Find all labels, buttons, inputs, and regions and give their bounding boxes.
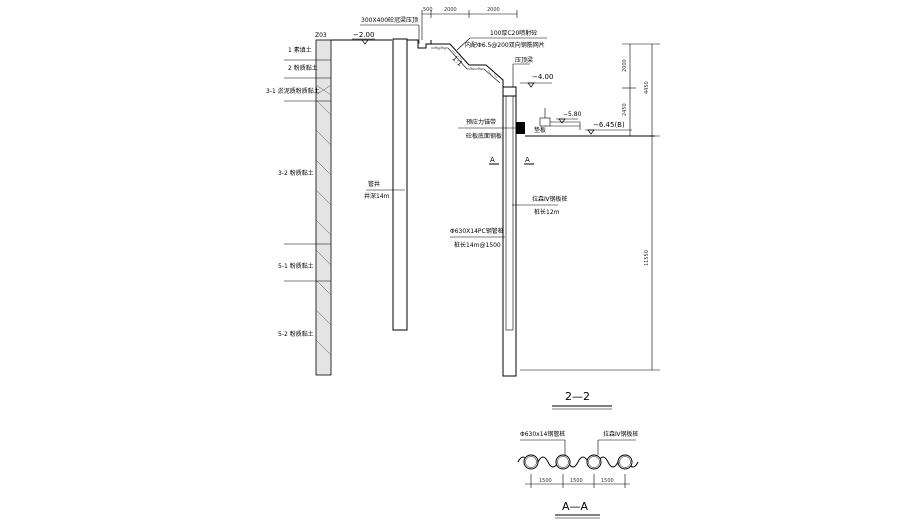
borehole-id: Z03 (315, 32, 327, 39)
section-marks: A A (489, 156, 534, 165)
right-dim-2000: 2000 (622, 59, 628, 72)
sheet-pile-label: 拉森Ⅳ钢板桩 (532, 195, 568, 203)
slope-protection-2: 内配Φ6.5@200双向钢筋网片 (465, 41, 545, 49)
top-dim-3: 2000 (487, 7, 500, 13)
level-minus-5-8-value: −5.80 (563, 111, 582, 118)
right-dim-11550: 11550 (644, 250, 650, 266)
aa-pile-label: Φ630x14钢管桩 (520, 430, 565, 438)
aa-spacing-3: 1500 (601, 478, 614, 484)
aa-spacing-1: 1500 (539, 478, 552, 484)
well-depth: 井深14m (364, 192, 390, 200)
pile-label: Φ630X14PC钢管桩 (450, 227, 504, 235)
top-dim-2: 2000 (444, 7, 457, 13)
crown-beam: 300X400砼冠梁压顶 500 2000 2000 (360, 7, 518, 49)
right-dim-4450: 4450 (644, 81, 650, 94)
prestress-anchor: 预应力锚带 (466, 118, 496, 126)
sheet-pile-callout: 拉森Ⅳ钢板桩 桩长12m (512, 195, 568, 216)
soil-layer-3-1: 3-1 淤泥质粉质黏土 (266, 87, 320, 95)
right-dim-2450: 2450 (622, 103, 628, 116)
slope-protection-1: 100厚C20喷射砼 (490, 29, 537, 37)
level-minus-6-45: −6.45(B) (585, 121, 632, 135)
brace-label: 垫板 (534, 126, 546, 134)
soil-layer-5-2: 5-2 粉质黏土 (278, 330, 314, 338)
sheet-pile-length: 桩长12m (534, 208, 560, 216)
soil-layer-5-1: 5-1 粉质黏土 (278, 262, 314, 270)
aa-pile-1 (523, 454, 539, 470)
aa-pile-2 (555, 454, 571, 470)
level-minus-6-45-value: −6.45(B) (593, 121, 625, 129)
aa-sheet-label: 拉森Ⅳ钢板桩 (603, 430, 639, 438)
section-2-2-title: 2—2 (552, 390, 612, 410)
cap-beam-label: 压顶梁 (515, 56, 533, 64)
soil-layer-1: 1 素填土 (288, 46, 312, 54)
level-minus-5-8: −5.80 (556, 111, 582, 124)
section-mark-left: A (490, 156, 495, 164)
concrete-slab: 砼板底面钢板 (466, 132, 502, 140)
soil-layer-3-2: 3-2 粉质黏土 (278, 169, 314, 177)
soil-hatch (315, 84, 332, 356)
well-label: 管井 (368, 180, 380, 188)
borehole-column: Z03 1 素填土 2 粉质黏土 3-1 淤泥质粉质黏土 3-2 粉质黏土 (266, 32, 332, 376)
section-a-a-title-text: A—A (562, 500, 589, 513)
section-2-2-title-text: 2—2 (565, 390, 590, 403)
pipe-well: 管井 井深14m (364, 38, 408, 331)
layer-boundaries (284, 59, 331, 282)
soil-layer-2: 2 粉质黏土 (288, 64, 318, 72)
aa-spacing-2: 1500 (570, 478, 583, 484)
aa-pile-4 (617, 454, 633, 470)
ground-level-marker: −2.00 (331, 31, 392, 45)
top-dim-1: 500 (423, 7, 433, 13)
cap-beam: 压顶梁 (502, 56, 533, 97)
crown-beam-label: 300X400砼冠梁压顶 (361, 16, 418, 24)
slope-ratio: 1:1 (450, 54, 464, 68)
ground-level-value: −2.00 (353, 31, 374, 39)
level-minus-4: −4.00 (520, 73, 553, 88)
pile-spec: 桩长14m@1500 (454, 241, 501, 249)
section-mark-right: A (525, 156, 530, 164)
level-minus-4-value: −4.00 (532, 73, 553, 81)
steel-pipe-pile: Φ630X14PC钢管桩 桩长14m@1500 (450, 95, 517, 377)
wale-block (516, 122, 525, 134)
aa-pile-3 (586, 454, 602, 470)
right-dimensions: 2000 2450 4450 11550 (520, 43, 660, 371)
section-a-a: Φ630x14钢管桩 拉森Ⅳ钢板桩 1500 1500 1500 A—A (517, 430, 639, 519)
